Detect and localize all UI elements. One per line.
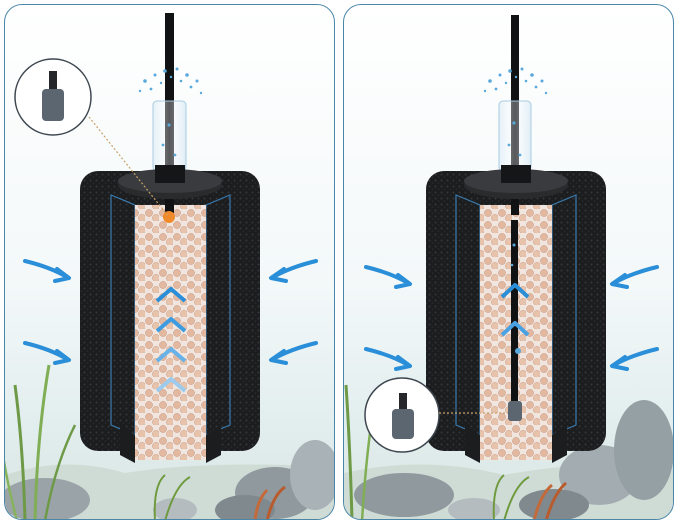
sponge-filter-body <box>426 171 606 463</box>
panel-left <box>4 4 335 520</box>
upflow-chevrons <box>500 283 530 337</box>
air-stone-callout <box>14 58 170 218</box>
air-bubbles <box>138 67 203 157</box>
filter-illustration-left <box>5 13 334 519</box>
filter-illustration-right <box>344 15 673 519</box>
sponge-filter-body <box>80 171 260 463</box>
aquarium-scenery <box>344 384 673 519</box>
air-bubbles <box>483 67 548 354</box>
air-stone-callout <box>364 377 508 453</box>
lift-tube <box>464 15 568 215</box>
aquarium-scenery <box>5 364 334 519</box>
water-inflow-arrows <box>23 259 318 365</box>
panel-right <box>343 4 674 520</box>
upflow-chevrons <box>155 287 187 393</box>
water-inflow-arrows <box>364 265 659 371</box>
lift-tube <box>118 13 222 223</box>
